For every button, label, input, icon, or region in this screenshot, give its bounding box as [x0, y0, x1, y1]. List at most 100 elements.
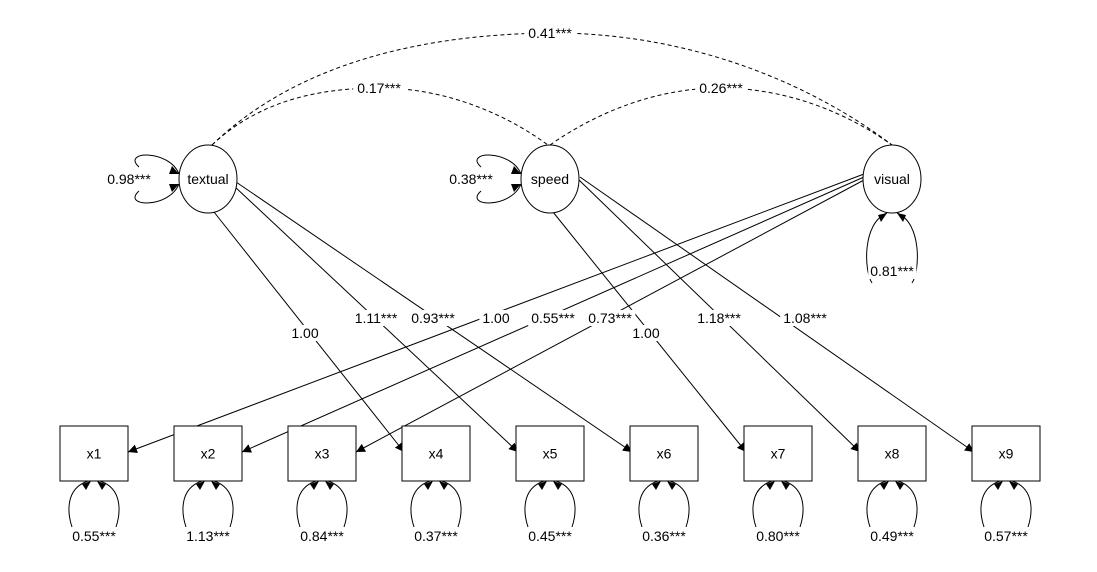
- loading-path-speed-x9: [579, 176, 975, 453]
- loading-label-bg: [528, 310, 579, 326]
- variance-loop-x4: [410, 480, 462, 528]
- variance-arrowhead: [895, 481, 904, 490]
- loading-label-visual-x2: 0.55***: [531, 310, 575, 326]
- variance-arrowhead: [439, 481, 448, 490]
- variance-arrowhead: [766, 481, 775, 490]
- latent-label-visual: visual: [874, 171, 910, 187]
- observed-node-x6: [629, 425, 699, 482]
- variance-arrowhead: [994, 481, 1003, 490]
- variance-loop-x2: [182, 480, 234, 528]
- variance-loop-x8: [866, 480, 918, 528]
- variance-arrowhead: [196, 481, 205, 490]
- variance-label-bg: [105, 171, 154, 187]
- variance-arrowhead: [1009, 481, 1018, 490]
- covariance-path-textual-visual: [211, 32, 893, 146]
- loading-label-bg: [351, 310, 401, 326]
- variance-label-speed: 0.38***: [449, 171, 493, 187]
- variance-arrowhead: [652, 481, 661, 490]
- variance-label-x9: 0.57***: [984, 528, 1028, 544]
- covariance-label-bg: [695, 80, 748, 96]
- latent-label-textual: textual: [187, 171, 228, 187]
- observed-label-x4: x4: [429, 446, 444, 462]
- latent-label-speed: speed: [531, 171, 569, 187]
- observed-node-x3: [287, 425, 357, 482]
- loading-label-bg: [629, 325, 663, 341]
- variance-label-x7: 0.80***: [756, 528, 800, 544]
- variance-arrowhead: [82, 481, 91, 490]
- variance-loop-x6: [638, 480, 690, 528]
- observed-label-x5: x5: [543, 446, 558, 462]
- variance-arrowhead: [511, 184, 521, 192]
- observed-node-x9: [971, 425, 1041, 482]
- variance-arrowhead: [878, 213, 887, 222]
- covariance-label-bg: [353, 80, 406, 96]
- loading-label-speed-x9: 1.08***: [783, 310, 827, 326]
- variance-loop-textual: [134, 154, 180, 204]
- observed-node-x2: [173, 425, 243, 482]
- variance-arrowhead: [553, 481, 562, 490]
- variance-loop-speed: [476, 154, 522, 204]
- loading-label-bg: [694, 310, 745, 326]
- variance-label-bg: [868, 263, 917, 279]
- observed-label-x1: x1: [87, 446, 102, 462]
- observed-node-x8: [857, 425, 927, 482]
- variance-label-x3: 0.84***: [300, 528, 344, 544]
- observed-label-x7: x7: [771, 446, 786, 462]
- variance-label-x2: 1.13***: [186, 528, 230, 544]
- variance-arrowhead: [880, 481, 889, 490]
- variance-arrowhead: [511, 166, 521, 174]
- variance-arrowhead: [325, 481, 334, 490]
- variance-label-x4: 0.37***: [414, 528, 458, 544]
- variance-loop-x7: [752, 480, 804, 528]
- observed-node-x5: [515, 425, 585, 482]
- loading-label-bg: [408, 310, 459, 326]
- observed-label-x6: x6: [657, 446, 672, 462]
- loading-label-visual-x1: 1.00: [482, 310, 509, 326]
- variance-arrowhead: [897, 213, 906, 222]
- observed-label-x9: x9: [999, 446, 1014, 462]
- loading-label-bg: [780, 310, 831, 326]
- loading-label-speed-x8: 1.18***: [697, 310, 741, 326]
- loading-label-visual-x3: 0.73***: [588, 310, 632, 326]
- loading-label-textual-x6: 0.93***: [411, 310, 455, 326]
- variance-loop-x3: [296, 480, 348, 528]
- loading-label-bg: [479, 310, 513, 326]
- variance-arrowhead: [97, 481, 106, 490]
- covariance-label-bg: [524, 25, 577, 41]
- variance-arrowhead: [169, 166, 179, 174]
- latent-node-textual: [178, 144, 238, 214]
- observed-label-x3: x3: [315, 446, 330, 462]
- latent-node-speed: [520, 144, 580, 214]
- latent-node-visual: [862, 144, 922, 214]
- variance-label-bg: [447, 171, 496, 187]
- observed-label-x8: x8: [885, 446, 900, 462]
- variance-arrowhead: [211, 481, 220, 490]
- variance-arrowhead: [781, 481, 790, 490]
- covariance-label-textual-speed: 0.17***: [357, 80, 401, 96]
- variance-label-x6: 0.36***: [642, 528, 686, 544]
- covariance-label-textual-visual: 0.41***: [528, 25, 572, 41]
- loading-label-bg: [288, 325, 322, 341]
- variance-arrowhead: [424, 481, 433, 490]
- variance-label-x1: 0.55***: [72, 528, 116, 544]
- variance-label-textual: 0.98***: [107, 171, 151, 187]
- observed-node-x4: [401, 425, 471, 482]
- variance-loop-x9: [980, 480, 1032, 528]
- variance-label-visual: 0.81***: [870, 263, 914, 279]
- loading-label-bg: [585, 310, 636, 326]
- variance-arrowhead: [169, 184, 179, 192]
- variance-arrowhead: [538, 481, 547, 490]
- covariance-path-speed-visual: [549, 87, 893, 146]
- variance-label-x8: 0.49***: [870, 528, 914, 544]
- observed-node-x7: [743, 425, 813, 482]
- variance-arrowhead: [310, 481, 319, 490]
- covariance-label-speed-visual: 0.26***: [699, 80, 743, 96]
- loading-label-textual-x5: 1.11***: [355, 310, 398, 326]
- variance-loop-x1: [68, 480, 120, 528]
- loading-label-speed-x7: 1.00: [632, 325, 659, 341]
- variance-loop-x5: [524, 480, 576, 528]
- loading-label-textual-x4: 1.00: [291, 325, 318, 341]
- variance-arrowhead: [667, 481, 676, 490]
